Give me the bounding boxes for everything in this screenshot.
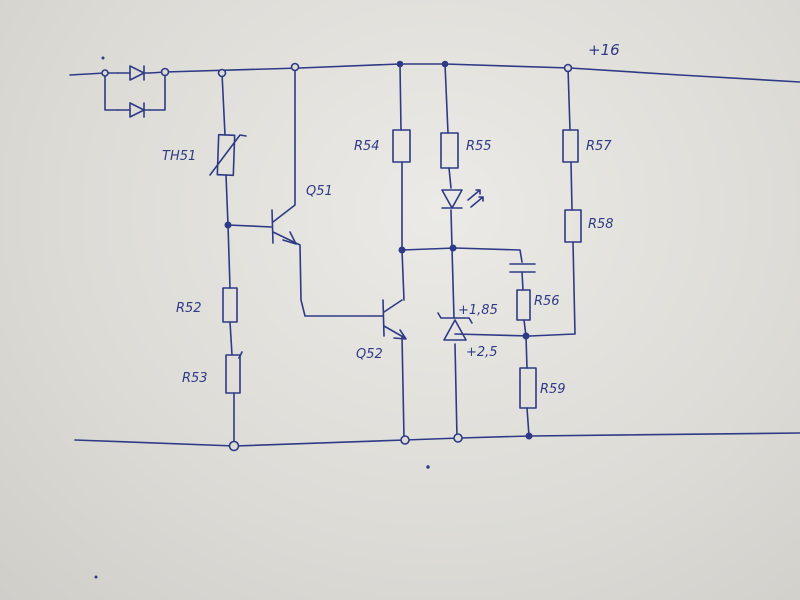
r52-label: R52 bbox=[176, 301, 202, 316]
th51-wire bbox=[221, 72, 235, 447]
q52-label: Q52 bbox=[356, 347, 383, 362]
voltage-1-85-label: +1,85 bbox=[458, 303, 498, 318]
r52-resistor bbox=[222, 287, 238, 323]
supply-label: +16 bbox=[588, 41, 620, 59]
th51-arrow bbox=[209, 134, 247, 176]
reference-zener bbox=[437, 312, 531, 341]
pen-mark bbox=[94, 575, 98, 579]
r53-label: R53 bbox=[182, 371, 208, 386]
th51-label: TH51 bbox=[162, 149, 196, 164]
pen-mark bbox=[426, 465, 430, 469]
r55-resistor bbox=[440, 132, 459, 169]
r54-resistor bbox=[392, 129, 411, 163]
q52-transistor bbox=[382, 299, 407, 340]
led-symbol bbox=[441, 189, 484, 209]
junction-dots bbox=[101, 60, 573, 452]
diode-pair bbox=[104, 65, 166, 118]
r56-resistor bbox=[516, 289, 531, 321]
r58-label: R58 bbox=[588, 217, 614, 232]
r58-resistor bbox=[564, 209, 582, 243]
r57-wire bbox=[529, 67, 576, 337]
r59-label: R59 bbox=[540, 382, 566, 397]
voltage-2-5-label: +2,5 bbox=[466, 345, 498, 360]
r54-label: R54 bbox=[354, 139, 380, 154]
r59-resistor bbox=[519, 367, 537, 409]
pen-mark bbox=[101, 56, 105, 60]
ground-rail bbox=[74, 432, 800, 447]
supply-rail bbox=[69, 63, 800, 83]
th51-resistor bbox=[216, 133, 236, 177]
capacitor bbox=[509, 263, 536, 291]
q51-label: Q51 bbox=[306, 184, 333, 199]
r57-label: R57 bbox=[586, 139, 612, 154]
r57-resistor bbox=[562, 129, 579, 163]
mid-node-wire bbox=[401, 247, 523, 263]
r55-wire bbox=[444, 63, 458, 439]
r56-label: R56 bbox=[534, 294, 560, 309]
q51-transistor bbox=[227, 65, 384, 317]
r55-label: R55 bbox=[466, 139, 492, 154]
r53-resistor bbox=[225, 354, 241, 394]
r53-mark bbox=[238, 351, 243, 359]
